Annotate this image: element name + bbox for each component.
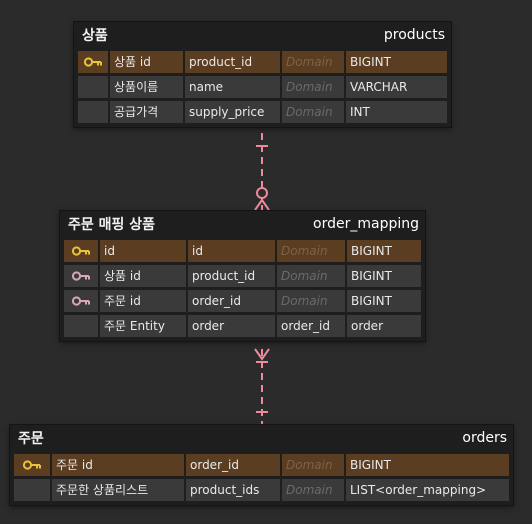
column-data-type: BIGINT — [347, 265, 421, 287]
entity-physical-name: orders — [462, 430, 507, 446]
column-domain: Domain — [282, 454, 346, 476]
column-data-type: BIGINT — [347, 290, 421, 312]
foreign-key-icon — [64, 265, 100, 287]
entity-order-mapping[interactable]: 주문 매핑 상품 order_mapping id id Domain BIGI… — [60, 211, 425, 341]
column-data-type: LIST<order_mapping> — [346, 479, 509, 501]
column-logical-name: 공급가격 — [110, 101, 185, 123]
entity-products[interactable]: 상품 products 상품 id product_id Domain BIGI… — [74, 22, 451, 127]
entity-orders[interactable]: 주문 orders 주문 id order_id Domain BIGINT 주… — [10, 425, 513, 505]
entity-physical-name: order_mapping — [313, 216, 419, 232]
column-row[interactable]: id id Domain BIGINT — [64, 240, 421, 262]
column-row[interactable]: 상품 id product_id Domain BIGINT — [78, 51, 447, 73]
column-domain: Domain — [282, 76, 346, 98]
column-physical-name: name — [185, 76, 282, 98]
column-logical-name: 상품 id — [110, 51, 185, 73]
relationship-products-order-mapping[interactable] — [254, 133, 270, 211]
many-marker — [254, 198, 270, 211]
column-row[interactable]: 주문 id order_id Domain BIGINT — [64, 290, 421, 312]
foreign-key-icon — [64, 290, 100, 312]
entity-logical-name: 주문 매핑 상품 — [68, 217, 156, 233]
many-marker — [254, 348, 270, 361]
column-physical-name: product_ids — [186, 479, 282, 501]
optional-marker — [256, 187, 268, 199]
column-logical-name: 상품이름 — [110, 76, 185, 98]
column-domain: Domain — [277, 240, 347, 262]
column-row[interactable]: 상품이름 name Domain VARCHAR — [78, 76, 447, 98]
column-physical-name: order_id — [186, 454, 282, 476]
column-domain: Domain — [282, 101, 346, 123]
column-physical-name: order — [188, 315, 277, 337]
column-logical-name: 상품 id — [100, 265, 188, 287]
column-data-type: BIGINT — [346, 454, 509, 476]
column-physical-name: order_id — [188, 290, 277, 312]
column-row[interactable]: 주문한 상품리스트 product_ids Domain LIST<order_… — [14, 479, 509, 501]
primary-key-icon — [14, 454, 52, 476]
primary-key-icon — [64, 240, 100, 262]
column-physical-name: product_id — [188, 265, 277, 287]
column-row[interactable]: 주문 id order_id Domain BIGINT — [14, 454, 509, 476]
column-data-type: INT — [346, 101, 447, 123]
entity-logical-name: 상품 — [82, 28, 108, 44]
entity-header[interactable]: 주문 매핑 상품 order_mapping — [60, 211, 425, 237]
column-logical-name: 주문 id — [100, 290, 188, 312]
column-logical-name: id — [100, 240, 188, 262]
column-data-type: VARCHAR — [346, 76, 447, 98]
column-physical-name: supply_price — [185, 101, 282, 123]
entity-logical-name: 주문 — [18, 431, 44, 447]
column-domain: Domain — [277, 265, 347, 287]
column-logical-name: 주문 Entity — [100, 315, 188, 337]
column-row[interactable]: 상품 id product_id Domain BIGINT — [64, 265, 421, 287]
column-domain: Domain — [277, 290, 347, 312]
column-physical-name: id — [188, 240, 277, 262]
primary-key-icon — [78, 51, 110, 73]
column-row[interactable]: 공급가격 supply_price Domain INT — [78, 101, 447, 123]
column-logical-name: 주문 id — [52, 454, 186, 476]
column-physical-name: product_id — [185, 51, 282, 73]
column-data-type: BIGINT — [347, 240, 421, 262]
column-domain: order_id — [277, 315, 347, 337]
column-domain: Domain — [282, 51, 346, 73]
column-row[interactable]: 주문 Entity order order_id order — [64, 315, 421, 337]
column-logical-name: 주문한 상품리스트 — [52, 479, 186, 501]
entity-physical-name: products — [383, 27, 445, 43]
column-data-type: order — [347, 315, 421, 337]
column-domain: Domain — [282, 479, 346, 501]
relationship-orders-order-mapping[interactable] — [254, 348, 270, 424]
entity-header[interactable]: 상품 products — [74, 22, 451, 48]
entity-header[interactable]: 주문 orders — [10, 425, 513, 451]
column-data-type: BIGINT — [346, 51, 447, 73]
